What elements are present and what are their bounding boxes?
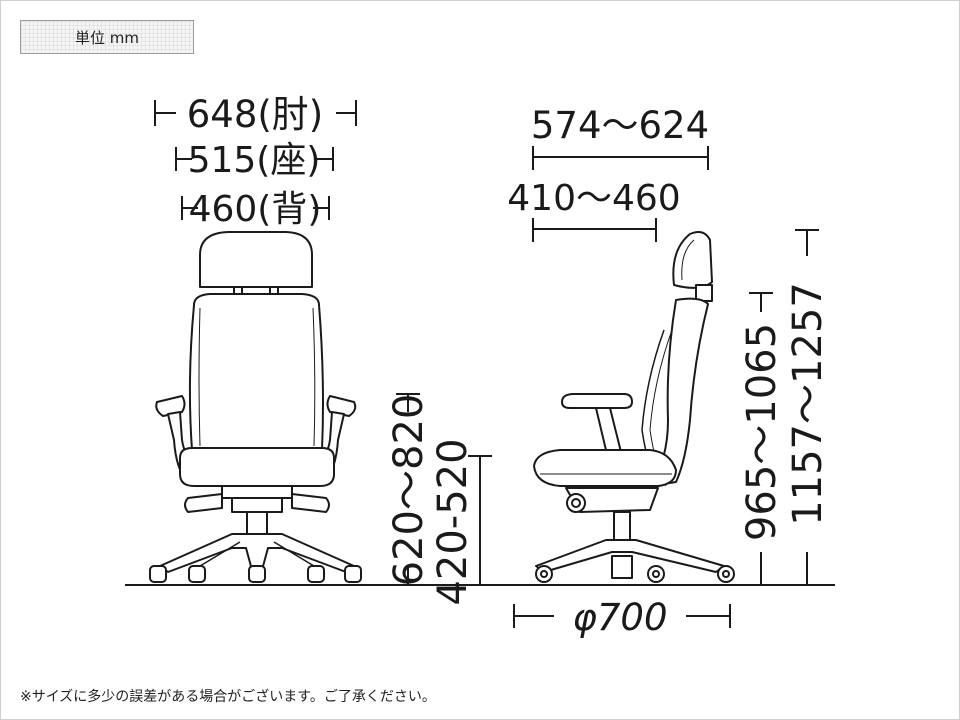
side-base: [535, 539, 725, 573]
dimension-height-back: 965〜1065: [739, 323, 785, 541]
side-casters: [535, 565, 735, 583]
front-armrest-right: [326, 395, 357, 417]
dimension-width-arm: 648(肘): [187, 93, 324, 136]
dimension-width-seat: 515(座): [188, 140, 321, 181]
front-mechanism: [221, 485, 293, 499]
dimension-depth-overall: 574〜624: [531, 104, 709, 147]
front-headrest: [199, 231, 313, 288]
front-gas-cylinder: [246, 511, 268, 537]
dimension-width-back: 460(背): [189, 189, 322, 230]
dimension-depth-seat: 410〜460: [507, 178, 680, 219]
front-armrest-left: [155, 395, 186, 417]
unit-label: 単位 mm: [20, 20, 194, 54]
dimension-height-arm: 620〜820: [386, 394, 432, 587]
front-base: [159, 533, 355, 573]
chair-side-view: [533, 231, 735, 583]
chair-front-view: [149, 231, 362, 583]
side-headrest: [672, 231, 713, 289]
dimension-height-seat: 420-520: [430, 438, 476, 605]
front-seat: [179, 447, 335, 487]
dimension-height-overall: 1157〜1257: [785, 282, 831, 526]
front-lever-right: [291, 493, 330, 513]
dimension-base-diameter: φ700: [572, 596, 667, 639]
side-backrest: [649, 297, 709, 487]
side-seat: [533, 449, 677, 487]
front-lever-left: [184, 493, 223, 513]
front-backrest: [188, 293, 324, 451]
dimension-lines: [154, 100, 819, 628]
disclaimer-note: ※サイズに多少の誤差がある場合がございます。ご了承ください。: [20, 689, 436, 705]
side-gas-cylinder: [613, 511, 631, 543]
front-casters: [149, 565, 362, 583]
side-armrest-pad: [561, 393, 633, 409]
